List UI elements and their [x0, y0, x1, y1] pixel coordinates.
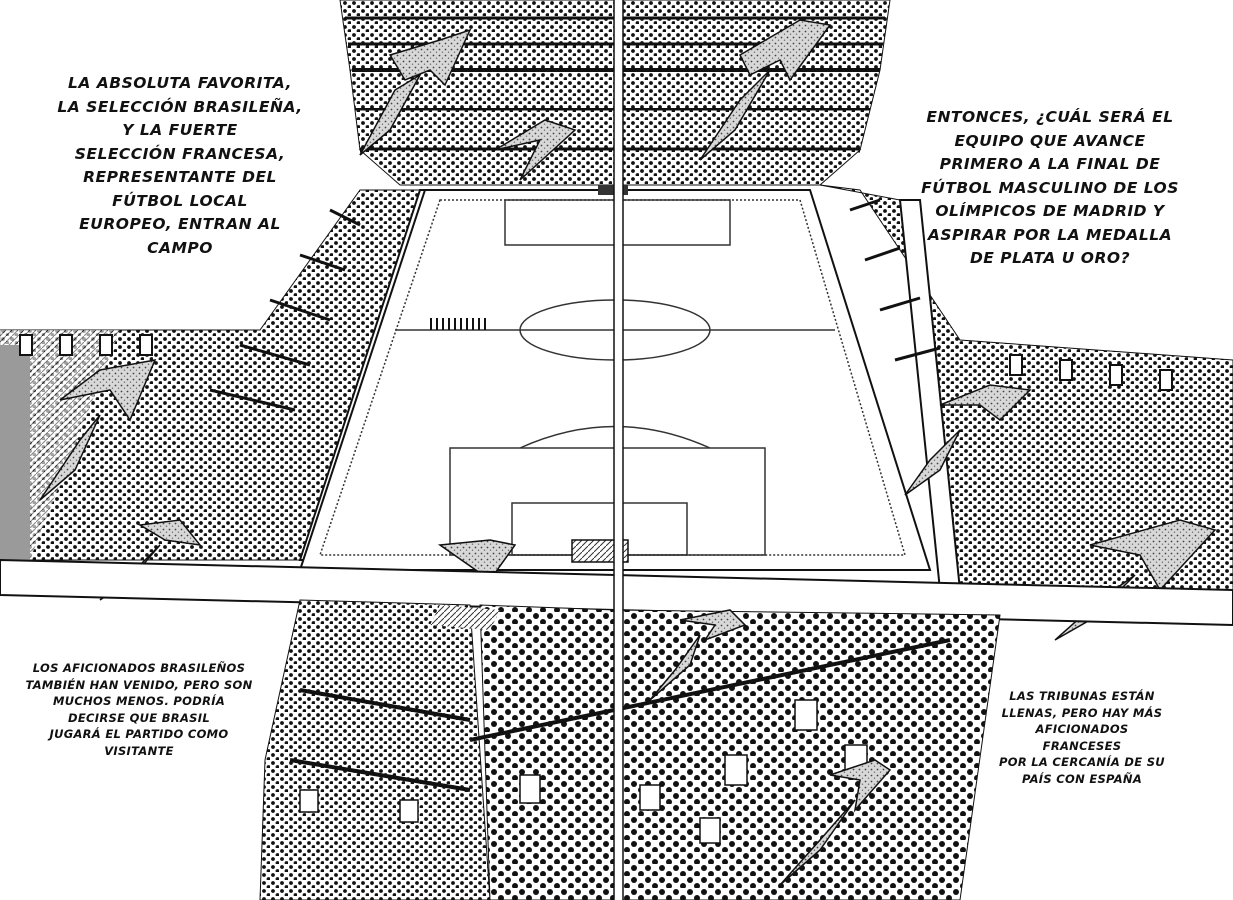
caption-bottom-left: Los aficionados brasileños también han v…	[25, 661, 253, 758]
caption-top-right: Entonces, ¿cuál será el equipo que avanc…	[921, 108, 1179, 267]
caption-top-left: La absoluta favorita, la Selección Brasi…	[57, 74, 303, 257]
spotlight-marks	[39, 19, 1217, 641]
lower-stands	[259, 599, 1001, 900]
caption-bottom-right: Las tribunas están llenas, pero hay más …	[999, 689, 1165, 786]
